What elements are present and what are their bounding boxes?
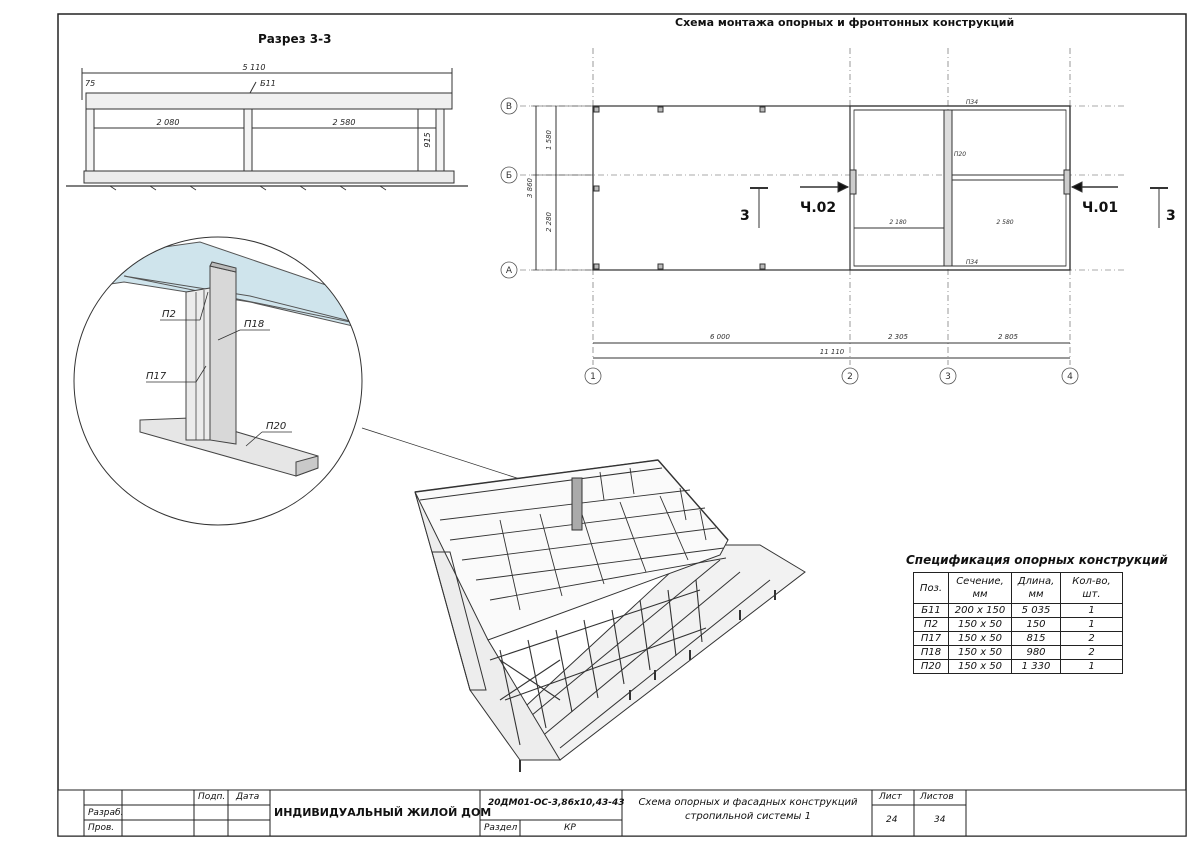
spec-cell: 1 xyxy=(1060,617,1123,632)
view-label-left: Ч.02 xyxy=(800,200,836,216)
axis-letter-v: В xyxy=(506,102,512,112)
spec-cell: 2 xyxy=(1060,645,1123,660)
spec-cell: 1 xyxy=(1060,603,1123,618)
tb-sheet-label: Лист xyxy=(879,792,902,802)
table-row: П17 150 х 50 815 2 xyxy=(913,631,1123,646)
spec-header-qty: Кол-во, шт. xyxy=(1060,572,1123,604)
table-row: П2 150 х 50 150 1 xyxy=(913,617,1123,632)
section-3-3 xyxy=(66,68,468,191)
section-dim-height: 915 xyxy=(423,132,432,147)
detail-label-p18: П18 xyxy=(244,319,264,330)
spec-cell: 2 xyxy=(1060,631,1123,646)
plan-dim-total: 11 110 xyxy=(820,348,845,356)
plan-pos-label-1: П34 xyxy=(966,99,978,106)
section-dim-left: 2 080 xyxy=(157,118,180,127)
spec-header-length: Длина, мм xyxy=(1011,572,1061,604)
spec-cell: 1 xyxy=(1060,659,1123,674)
plan-dim-b1: 6 000 xyxy=(710,333,731,341)
tb-role-dev: Разраб. xyxy=(88,808,124,818)
detail-callout: П2 П18 П17 П20 xyxy=(73,236,566,526)
section-beam-label: Б11 xyxy=(260,79,276,88)
spec-cell: 150 х 50 xyxy=(948,631,1012,646)
tb-section-value: КР xyxy=(564,823,576,833)
detail-label-p17: П17 xyxy=(146,371,167,382)
tb-sheet-name: Схема опорных и фасадных конструкций стр… xyxy=(638,797,858,822)
spec-title: Спецификация опорных конструкций xyxy=(906,553,1168,567)
table-row: Б11 200 х 150 5 035 1 xyxy=(913,603,1123,618)
plan-dim-v2: 2 280 xyxy=(545,211,553,232)
plan-scheme xyxy=(520,48,1168,365)
axis-number-4: 4 xyxy=(1067,372,1073,382)
spec-cell: П20 xyxy=(913,659,949,674)
spec-cell: 150 х 50 xyxy=(948,645,1012,660)
spec-cell: 150 xyxy=(1011,617,1061,632)
tb-code: 20ДМ01-ОС-3,86х10,43-43 xyxy=(488,798,625,808)
tb-col-sign: Подп. xyxy=(198,792,226,802)
tb-project: ИНДИВИДУАЛЬНЫЙ ЖИЛОЙ ДОМ xyxy=(274,806,492,819)
detail-label-p2: П2 xyxy=(162,309,176,320)
plan-pos-label-2: П20 xyxy=(954,151,966,158)
tb-role-check: Пров. xyxy=(88,823,115,833)
table-row: П18 150 х 50 980 2 xyxy=(913,645,1123,660)
spec-cell: 200 х 150 xyxy=(948,603,1012,618)
tb-sheets-total: 34 xyxy=(934,815,946,825)
axis-letter-a: А xyxy=(506,266,513,276)
section-dim-right: 2 580 xyxy=(333,118,356,127)
title-block xyxy=(57,789,1187,837)
section-dim-small: 75 xyxy=(85,79,95,88)
spec-cell: 150 х 50 xyxy=(948,617,1012,632)
cut-label-right: 3 xyxy=(1166,208,1176,224)
axis-letter-b: Б xyxy=(506,171,512,181)
plan-dim-v-total: 3 860 xyxy=(526,177,534,198)
spec-cell: 980 xyxy=(1011,645,1061,660)
plan-small-dim-2: 2 580 xyxy=(996,219,1013,226)
tb-sheets-label: Листов xyxy=(920,792,954,802)
axis-number-1: 1 xyxy=(590,372,596,382)
spec-cell: П18 xyxy=(913,645,949,660)
tb-section-label: Раздел xyxy=(484,823,518,833)
spec-cell: Б11 xyxy=(913,603,949,618)
spec-cell: 1 330 xyxy=(1011,659,1061,674)
table-row: П20 150 х 50 1 330 1 xyxy=(913,659,1123,674)
spec-cell: П17 xyxy=(913,631,949,646)
spec-cell: 150 х 50 xyxy=(948,659,1012,674)
plan-small-dim-1: 2 180 xyxy=(889,219,906,226)
spec-cell: 815 xyxy=(1011,631,1061,646)
iso-frame-view xyxy=(414,459,806,772)
plan-dim-v1: 1 580 xyxy=(545,129,553,150)
view-label-right: Ч.01 xyxy=(1082,200,1118,216)
plan-pos-label-3: П34 xyxy=(966,259,978,266)
spec-cell: П2 xyxy=(913,617,949,632)
axis-number-2: 2 xyxy=(847,372,853,382)
section-dim-total: 5 110 xyxy=(243,63,266,72)
plan-dim-b2: 2 305 xyxy=(888,333,909,341)
tb-sheet-no: 24 xyxy=(886,815,898,825)
plan-dim-b3: 2 805 xyxy=(998,333,1019,341)
tb-col-date: Дата xyxy=(236,792,260,802)
spec-header-row: Поз. Сечение, мм Длина, мм Кол-во, шт. xyxy=(913,572,1123,604)
spec-table: Поз. Сечение, мм Длина, мм Кол-во, шт. Б… xyxy=(913,572,1123,674)
spec-header-pos: Поз. xyxy=(913,572,949,604)
detail-label-p20: П20 xyxy=(266,421,286,432)
cut-label-left: 3 xyxy=(740,208,750,224)
plan-title: Схема монтажа опорных и фронтонных конст… xyxy=(675,16,1015,29)
section-title: Разрез 3-3 xyxy=(258,32,332,46)
spec-header-section: Сечение, мм xyxy=(948,572,1012,604)
spec-cell: 5 035 xyxy=(1011,603,1061,618)
axis-number-3: 3 xyxy=(945,372,951,382)
